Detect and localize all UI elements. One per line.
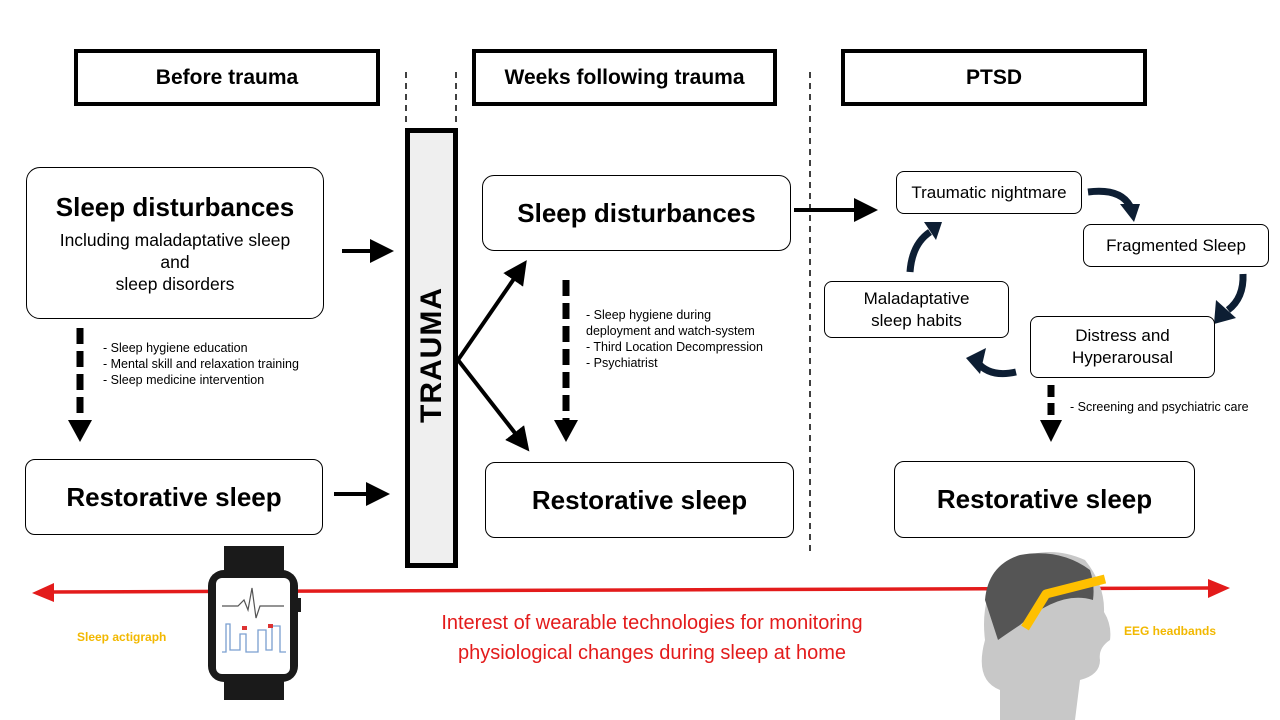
phase-before-trauma: Before trauma [74, 49, 380, 106]
wearables-interest-text: Interest of wearable technologies for mo… [402, 608, 902, 668]
cycle-box-nightmare: Traumatic nightmare [896, 171, 1082, 214]
arrow-trauma-to-disturbances [456, 260, 527, 362]
wearables-interest-line-1: Interest of wearable technologies for mo… [441, 612, 863, 634]
cycle-distress-line-2: Hyperarousal [1071, 348, 1174, 367]
cycle-fragmented-label: Fragmented Sleep [1106, 235, 1246, 255]
weeks-disturbances-title: Sleep disturbances [517, 197, 756, 228]
cycle-head-1 [1120, 204, 1140, 222]
cycle-arrow-nightmare-to-fragmented [1087, 187, 1134, 208]
cycle-box-habits: Maladaptative sleep habits [824, 281, 1009, 338]
trauma-bar [405, 128, 458, 568]
dashed-arrow-before-head [68, 420, 92, 442]
phase-ptsd: PTSD [841, 49, 1147, 106]
cycle-arrow-distress-to-habits [974, 359, 1017, 378]
head-profile-icon [981, 552, 1111, 720]
weeks-intervention-3: - Third Location Decompression [586, 340, 763, 354]
actigraph-label: Sleep actigraph [77, 630, 167, 644]
timeline-right-head [1208, 579, 1230, 598]
phase-weeks-following: Weeks following trauma [472, 49, 777, 106]
weeks-restorative-label: Restorative sleep [531, 484, 748, 515]
weeks-intervention-1: - Sleep hygiene during [586, 308, 712, 322]
before-disturbances-line-2: and [160, 251, 190, 272]
cycle-habits-line-2: sleep habits [871, 310, 962, 330]
cycle-habits-line-1: Maladaptative [863, 288, 970, 308]
before-intervention-1: - Sleep hygiene education [103, 341, 248, 355]
ptsd-restorative-box: Restorative sleep [894, 461, 1195, 538]
weeks-intervention-2: deployment and watch-system [586, 324, 755, 338]
cycle-distress-line-1: Distress and [1075, 326, 1170, 345]
before-interventions: - Sleep hygiene education - Mental skill… [103, 340, 299, 388]
before-restorative-label: Restorative sleep [66, 481, 282, 512]
timeline-left-head [32, 583, 54, 602]
before-intervention-3: - Sleep medicine intervention [103, 373, 265, 387]
before-disturbances-box: Sleep disturbances Including maladaptati… [26, 167, 324, 319]
dashed-arrow-weeks-head [554, 420, 578, 442]
cycle-head-2 [1214, 300, 1236, 324]
phase-weeks-label: Weeks following trauma [504, 65, 745, 89]
phase-before-label: Before trauma [155, 65, 299, 89]
before-restorative-box: Restorative sleep [25, 459, 323, 535]
before-disturbances-title: Sleep disturbances [55, 191, 295, 222]
before-intervention-2: - Mental skill and relaxation training [103, 357, 299, 371]
cycle-arrow-fragmented-to-distress [1225, 273, 1247, 313]
arrow-trauma-to-restorative [456, 358, 530, 452]
ptsd-restorative-label: Restorative sleep [936, 484, 1153, 514]
before-disturbances-line-3: sleep disorders [115, 273, 235, 294]
eeg-headband-label: EEG headbands [1124, 624, 1217, 638]
dashed-arrow-ptsd-head [1040, 420, 1062, 442]
ptsd-intervention: - Screening and psychiatric care [1070, 400, 1249, 414]
cycle-box-fragmented: Fragmented Sleep [1083, 224, 1269, 267]
watch-icon [208, 546, 301, 700]
wearables-interest-line-2: physiological changes during sleep at ho… [457, 642, 847, 664]
weeks-disturbances-box: Sleep disturbances [482, 175, 791, 251]
weeks-intervention-4: - Psychiatrist [586, 356, 658, 370]
trauma-label: TRAUMA [415, 287, 448, 423]
weeks-interventions: - Sleep hygiene during deployment and wa… [586, 307, 763, 371]
phase-ptsd-label: PTSD [965, 65, 1022, 89]
cycle-head-4 [924, 222, 942, 240]
cycle-box-distress: Distress and Hyperarousal [1030, 316, 1215, 378]
weeks-restorative-box: Restorative sleep [485, 462, 794, 538]
before-disturbances-line-1: Including maladaptative sleep [59, 229, 291, 250]
cycle-nightmare-label: Traumatic nightmare [911, 182, 1067, 202]
cycle-arrow-habits-to-nightmare [906, 229, 933, 273]
cycle-head-3 [966, 348, 986, 374]
